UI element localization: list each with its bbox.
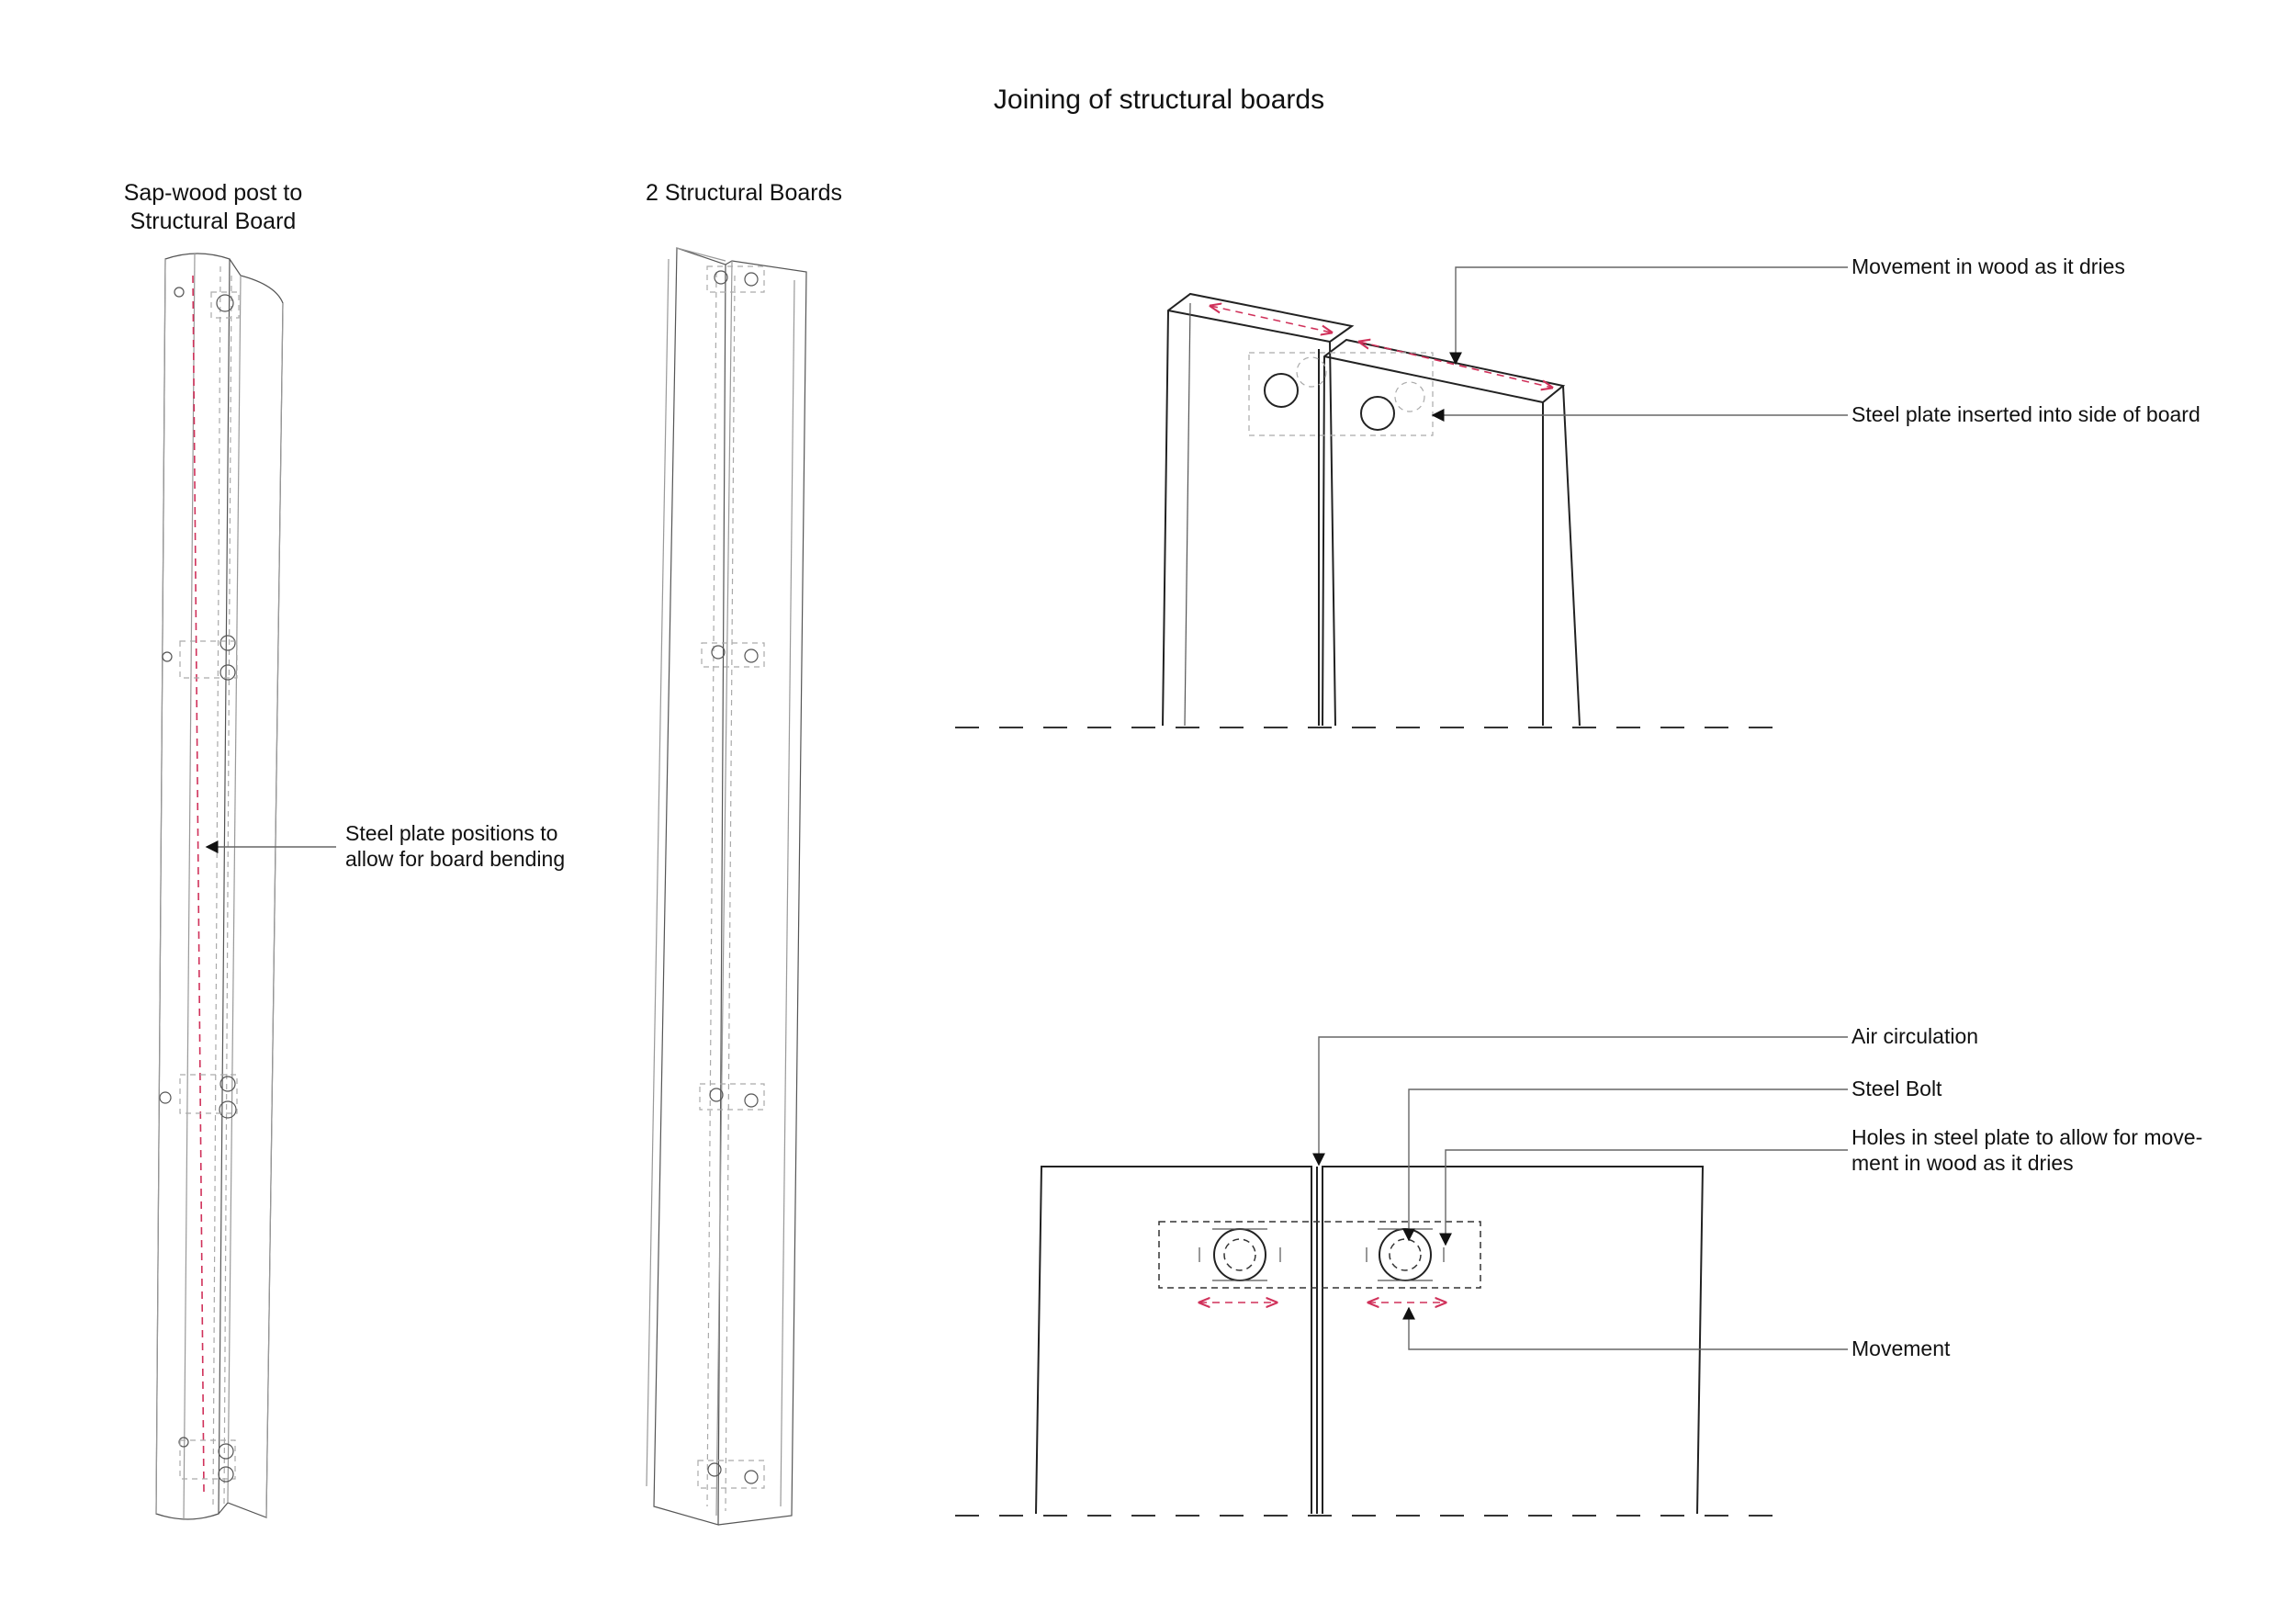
left-callout-line1: Steel plate positions to — [345, 821, 557, 845]
lower-callout-air: Air circulation — [1851, 1024, 1978, 1048]
bolt-cluster-bottom — [178, 1437, 236, 1483]
upper-movement-leader — [1449, 266, 1848, 366]
upper-bolt-left — [1264, 373, 1299, 408]
lower-callout-bolt: Steel Bolt — [1851, 1077, 1942, 1100]
air-circulation-leader — [1312, 1036, 1848, 1167]
upper-right-board — [1322, 338, 1566, 727]
left-callout-line2: allow for board bending — [345, 847, 565, 871]
movement-leader — [1402, 1306, 1848, 1350]
bending-line — [192, 275, 205, 1493]
plate-cluster-2 — [701, 642, 765, 668]
plate-cluster-1 — [706, 265, 765, 293]
lower-callout-holes-line2: ment in wood as it dries — [1851, 1151, 2074, 1175]
steel-bolt-leader — [1402, 1088, 1848, 1242]
lower-bolt-right — [1366, 1228, 1445, 1281]
left-view-heading-line2: Structural Board — [130, 209, 297, 234]
upper-callout-steel-plate: Steel plate inserted into side of board — [1851, 402, 2200, 426]
lower-detail: Air circulation Steel Bolt Holes in stee… — [955, 1024, 2202, 1517]
lower-right-board — [1322, 1166, 1705, 1515]
lower-bolt-left — [1199, 1228, 1281, 1281]
lower-callout-movement: Movement — [1851, 1336, 1951, 1360]
upper-bolt-right — [1360, 396, 1395, 431]
sapwood-post-drawing — [155, 253, 284, 1521]
bolt-cluster-lower — [159, 1074, 238, 1119]
plate-cluster-4 — [697, 1460, 765, 1489]
lower-steel-plate — [1158, 1221, 1481, 1289]
lower-callout-holes-line1: Holes in steel plate to allow for move- — [1851, 1125, 2202, 1149]
left-view: Sap-wood post to Structural Board — [124, 180, 565, 1521]
upper-movement-arrow-right — [1359, 342, 1552, 388]
middle-view: 2 Structural Boards — [646, 180, 842, 1526]
two-boards-drawing — [646, 247, 807, 1526]
middle-view-heading: 2 Structural Boards — [646, 180, 842, 206]
bolt-cluster-upper — [162, 635, 238, 681]
upper-movement-arrow-left — [1210, 306, 1332, 333]
upper-steel-plate — [1248, 352, 1434, 436]
bolt-cluster-top — [174, 287, 240, 319]
upper-detail: Movement in wood as it dries Steel plate… — [955, 254, 2200, 728]
lower-left-board — [1035, 1166, 1312, 1515]
left-view-heading-line1: Sap-wood post to — [124, 180, 303, 206]
page-title: Joining of structural boards — [994, 85, 1324, 115]
plate-cluster-3 — [699, 1083, 765, 1111]
upper-callout-movement: Movement in wood as it dries — [1851, 254, 2125, 278]
holes-leader — [1439, 1149, 1848, 1246]
